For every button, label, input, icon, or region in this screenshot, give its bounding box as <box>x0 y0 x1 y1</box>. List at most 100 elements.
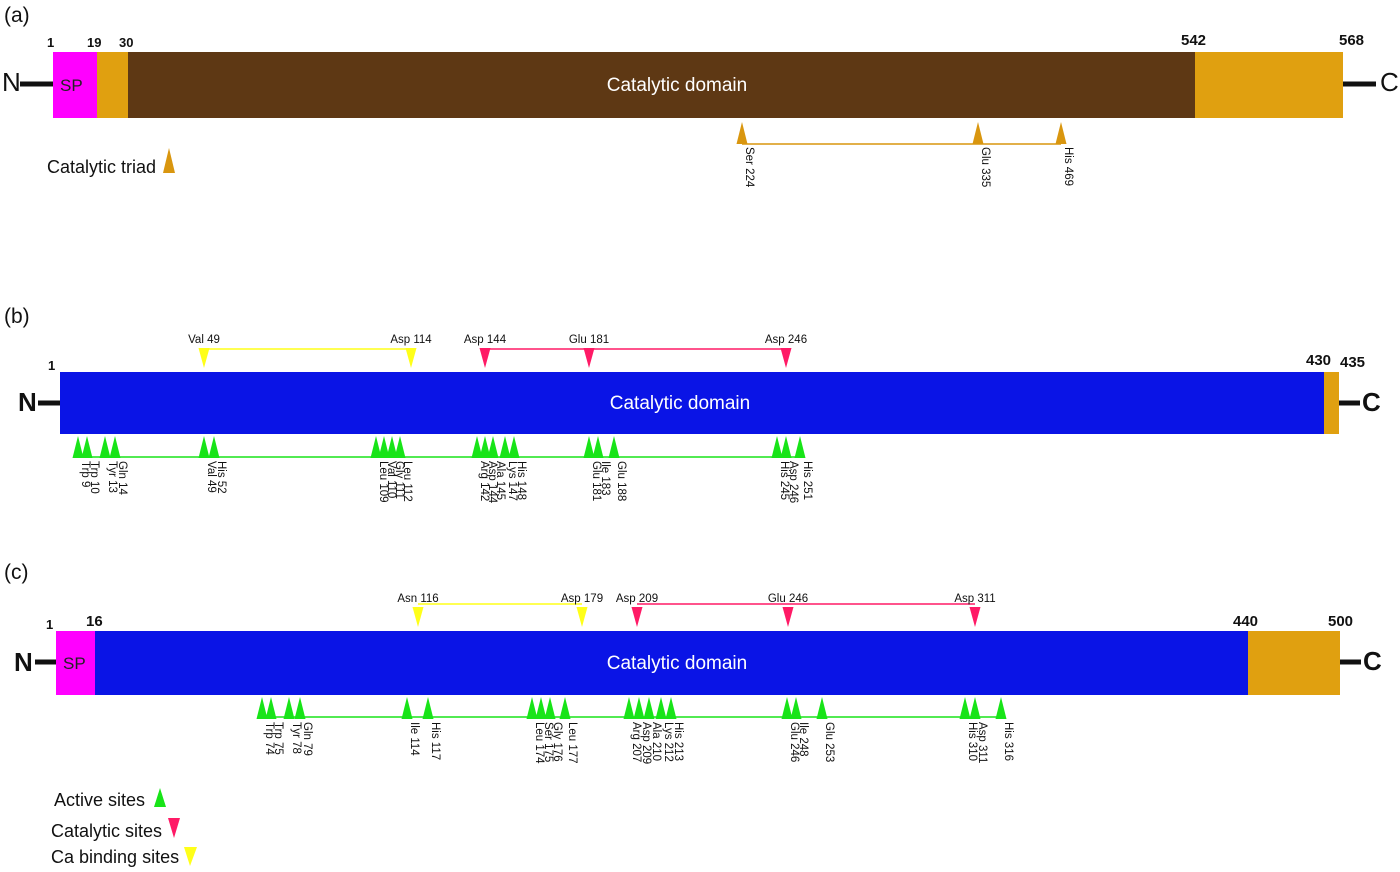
panel-a-c-terminus: C <box>1380 67 1399 97</box>
active-site-marker-his-310 <box>959 697 971 719</box>
catalytic-site-marker-asp-144 <box>479 348 491 368</box>
active-site-label-tyr-78: Tyr 78 <box>290 722 302 754</box>
triangle-down-icon <box>168 818 180 838</box>
active-site-marker-tyr-78 <box>283 697 295 719</box>
triad-label-glu-335: Glu 335 <box>979 147 991 187</box>
panel-a-pos-30: 30 <box>119 35 133 50</box>
active-site-label-his-213: His 213 <box>672 722 684 761</box>
ca-site-marker-val-49 <box>198 348 210 368</box>
active-site-marker-ala-145 <box>487 436 499 458</box>
panel-a-pos-568: 568 <box>1339 32 1364 49</box>
catalytic-site-label-glu-246: Glu 246 <box>768 593 808 605</box>
triangle-up-icon <box>154 788 166 807</box>
panel-b-pos-435: 435 <box>1340 354 1365 371</box>
active-site-label-his-148: His 148 <box>515 461 527 500</box>
active-site-label-trp-9: Trp 9 <box>79 461 91 487</box>
active-site-marker-lys-212 <box>655 697 667 719</box>
panel-c-catalytic-domain <box>95 631 1248 695</box>
active-site-marker-arg-207 <box>623 697 635 719</box>
active-site-label-val-49: Val 49 <box>205 461 217 493</box>
active-site-label-tyr-13: Tyr 13 <box>106 461 118 493</box>
active-site-marker-trp-75 <box>265 697 277 719</box>
catalytic-site-marker-glu-181 <box>583 348 595 368</box>
ca-site-label-asp-179: Asp 179 <box>561 593 603 605</box>
panel-a-sp-label: SP <box>60 76 83 95</box>
catalytic-site-marker-asp-311 <box>969 607 981 627</box>
legend: Active sites Catalytic sites Ca binding … <box>51 788 197 867</box>
panel-c-domain-label: Catalytic domain <box>607 653 747 674</box>
catalytic-site-marker-asp-246 <box>780 348 792 368</box>
panel-a-label: (a) <box>4 4 30 27</box>
catalytic-site-label-asp-209: Asp 209 <box>616 593 658 605</box>
active-site-marker-asp-246 <box>780 436 792 458</box>
active-site-label-his-52: His 52 <box>215 461 227 494</box>
active-site-label-trp-74: Trp 74 <box>263 722 275 755</box>
active-site-marker-gln-79 <box>294 697 306 719</box>
panel-c-c-region <box>1248 631 1340 695</box>
active-site-label-his-251: His 251 <box>801 461 813 500</box>
active-site-label-asp-209: Asp 209 <box>640 722 652 764</box>
active-site-marker-asp-144 <box>479 436 491 458</box>
panel-a-domain-label: Catalytic domain <box>607 75 747 96</box>
panel-c-signal-peptide <box>56 631 95 695</box>
active-site-label-trp-75: Trp 75 <box>272 722 284 755</box>
panel-c-catalytic-sites: Asp 209 Glu 246 Asp 311 <box>616 593 996 627</box>
catalytic-site-marker-glu-246 <box>782 607 794 627</box>
active-site-label-gln-79: Gln 79 <box>301 722 313 756</box>
active-site-marker-val-49 <box>198 436 210 458</box>
active-site-label-ile-183: Ile 183 <box>599 461 611 496</box>
triad-marker-glu-335 <box>972 122 984 144</box>
active-site-marker-trp-74 <box>256 697 268 719</box>
ca-site-label-asp-114: Asp 114 <box>390 334 432 346</box>
ca-site-label-asn-116: Asn 116 <box>397 593 438 605</box>
panel-b-n-terminus: N <box>18 387 37 417</box>
active-site-marker-val-110 <box>378 436 390 458</box>
active-site-marker-trp-9 <box>72 436 84 458</box>
active-site-marker-arg-142 <box>471 436 483 458</box>
active-site-marker-leu-177 <box>559 697 571 719</box>
active-site-label-his-310: His 310 <box>966 722 978 761</box>
legend-catalytic-text: Catalytic sites <box>51 821 162 841</box>
active-site-marker-glu-246 <box>781 697 793 719</box>
catalytic-site-label-glu-181: Glu 181 <box>569 334 609 346</box>
triad-marker-his-469 <box>1055 122 1067 144</box>
active-site-label-leu-177: Leu 177 <box>566 722 578 764</box>
active-site-label-glu-253: Glu 253 <box>823 722 835 762</box>
ca-site-label-val-49: Val 49 <box>188 334 220 346</box>
panel-c-pos-440: 440 <box>1233 613 1258 630</box>
panel-c-pos-1: 1 <box>46 617 53 632</box>
active-site-marker-his-316 <box>995 697 1007 719</box>
panel-b-c-terminus: C <box>1362 387 1381 417</box>
active-site-label-his-316: His 316 <box>1002 722 1014 761</box>
panel-a-legend-text: Catalytic triad <box>47 157 156 177</box>
active-site-marker-gly-176 <box>544 697 556 719</box>
active-site-marker-gln-14 <box>109 436 121 458</box>
active-site-label-asp-311: Asp 311 <box>976 722 988 763</box>
panel-a-linker <box>97 52 128 118</box>
active-site-marker-trp-10 <box>81 436 93 458</box>
active-site-marker-his-251 <box>794 436 806 458</box>
active-site-marker-ile-248 <box>790 697 802 719</box>
panel-a-pos-1: 1 <box>47 35 54 50</box>
panel-a-pos-542: 542 <box>1181 32 1206 49</box>
panel-c-n-terminus: N <box>14 647 33 677</box>
active-site-marker-glu-181 <box>583 436 595 458</box>
active-site-label-arg-142: Arg 142 <box>478 461 490 501</box>
active-site-marker-ile-114 <box>401 697 413 719</box>
panel-b-c-region <box>1324 372 1339 434</box>
panel-c-pos-16: 16 <box>86 613 103 630</box>
active-site-label-his-117: His 117 <box>429 722 441 760</box>
active-site-marker-his-52 <box>208 436 220 458</box>
panel-c: (c) N SP Catalytic domain C 1 16 440 500… <box>4 561 1382 764</box>
active-site-marker-asp-311 <box>969 697 981 719</box>
legend-ca-text: Ca binding sites <box>51 847 179 867</box>
ca-site-marker-asp-179 <box>576 607 588 627</box>
active-site-label-trp-10: Trp 10 <box>88 461 100 494</box>
panel-b-pos-430: 430 <box>1306 352 1331 369</box>
triad-label-his-469: His 469 <box>1062 147 1074 186</box>
panel-b-label: (b) <box>4 305 30 328</box>
panel-a-c-region <box>1195 52 1343 118</box>
catalytic-site-label-asp-311: Asp 311 <box>954 593 995 605</box>
